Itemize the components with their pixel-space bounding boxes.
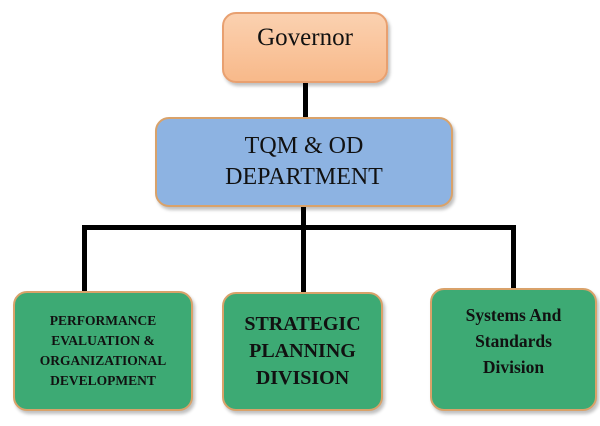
connector-horizontal-bus xyxy=(82,225,516,230)
division-label: Systems And Standards Division xyxy=(465,304,562,377)
connector-governor-department xyxy=(303,82,308,118)
division-node-systems-standards: Systems And Standards Division xyxy=(430,288,597,411)
governor-label: Governor xyxy=(257,24,353,51)
division-label: PERFORMANCE EVALUATION & ORGANIZATIONAL … xyxy=(39,313,167,388)
division-node-performance: PERFORMANCE EVALUATION & ORGANIZATIONAL … xyxy=(13,291,193,411)
connector-division-3 xyxy=(511,225,516,289)
governor-node: Governor xyxy=(222,12,388,83)
department-node: TQM & OD DEPARTMENT xyxy=(155,117,453,207)
connector-division-2 xyxy=(301,225,306,293)
division-node-strategic-planning: STRATEGIC PLANNING DIVISION xyxy=(222,292,383,411)
connector-division-1 xyxy=(82,225,87,292)
division-label: STRATEGIC PLANNING DIVISION xyxy=(244,313,361,389)
connector-department-trunk xyxy=(301,206,306,230)
department-label: TQM & OD DEPARTMENT xyxy=(225,133,383,190)
